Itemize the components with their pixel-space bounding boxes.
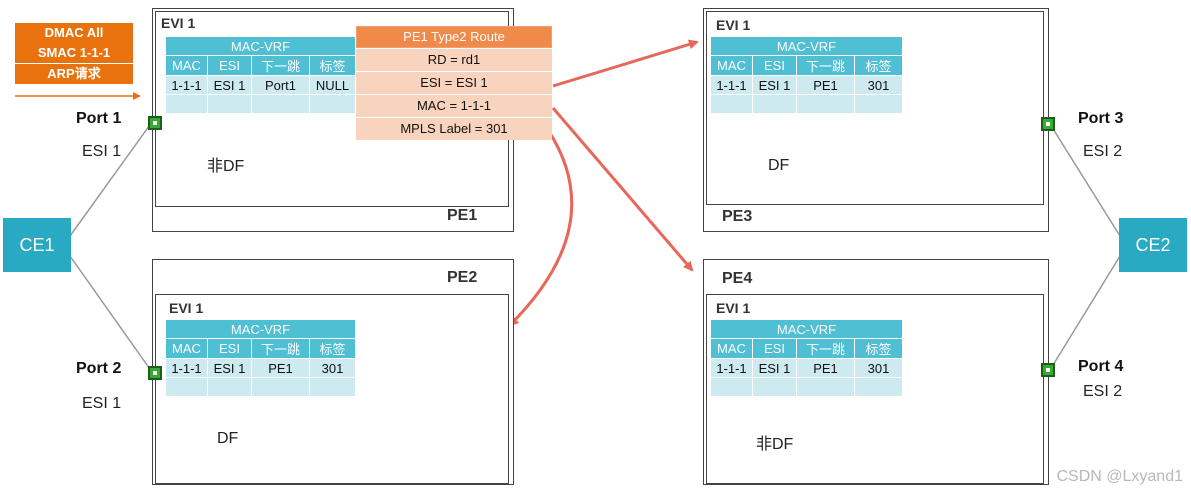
port4-label: Port 4: [1078, 358, 1124, 375]
pe2-name: PE2: [447, 269, 478, 286]
pe1-evi-label: EVI 1: [161, 15, 196, 31]
route-esi: ESI = ESI 1: [356, 71, 552, 94]
link-ce2-port4: [1049, 255, 1121, 371]
cell-mac: 1-1-1: [710, 75, 753, 95]
cell-label: NULL: [308, 75, 357, 95]
pe4-mac-vrf-table: MAC-VRF MAC ESI 下一跳 标签 1-1-1 ESI 1 PE1 3…: [709, 319, 904, 397]
col-mac: MAC: [710, 338, 753, 359]
table-title: MAC-VRF: [709, 319, 904, 339]
col-mac: MAC: [710, 55, 753, 76]
col-esi: ESI: [207, 338, 252, 359]
port4-icon: [1041, 363, 1055, 377]
pe4-evi-label: EVI 1: [716, 300, 751, 316]
pe1-name: PE1: [447, 207, 478, 224]
col-mac: MAC: [165, 55, 208, 76]
cell-mac: 1-1-1: [165, 75, 208, 95]
pe1-role: 非DF: [207, 158, 245, 175]
col-nexthop: 下一跳: [251, 55, 310, 76]
port3-esi: ESI 2: [1083, 143, 1123, 160]
port1-label: Port 1: [76, 110, 122, 127]
table-title: MAC-VRF: [709, 36, 904, 56]
port3-label: Port 3: [1078, 110, 1124, 127]
table-title: MAC-VRF: [164, 36, 357, 56]
legend-smac: SMAC 1-1-1: [15, 43, 133, 63]
watermark: CSDN @Lxyand1: [1056, 468, 1183, 485]
col-label: 标签: [853, 338, 904, 359]
pe4-evi-box: [706, 294, 1044, 484]
type2-route-box: PE1 Type2 Route RD = rd1 ESI = ESI 1 MAC…: [356, 26, 552, 140]
port2-esi: ESI 1: [82, 395, 122, 412]
cell-esi: ESI 1: [207, 358, 252, 378]
pe4-box: PE4 EVI 1 MAC-VRF MAC ESI 下一跳 标签 1-1-1 E…: [703, 259, 1049, 485]
cell-label: 301: [308, 358, 357, 378]
pe4-role: 非DF: [756, 436, 794, 453]
pe1-mac-vrf-table: MAC-VRF MAC ESI 下一跳 标签 1-1-1 ESI 1 Port1…: [164, 36, 357, 114]
col-label: 标签: [853, 55, 904, 76]
legend-arp: ARP请求: [15, 64, 133, 84]
col-nexthop: 下一跳: [251, 338, 310, 359]
port1-esi: ESI 1: [82, 143, 122, 160]
table-title: MAC-VRF: [164, 319, 357, 339]
cell-esi: ESI 1: [207, 75, 252, 95]
pe3-evi-label: EVI 1: [716, 17, 751, 33]
arrow-to-pe2: [508, 129, 574, 327]
cell-nexthop: Port1: [251, 75, 310, 95]
col-esi: ESI: [752, 55, 797, 76]
col-nexthop: 下一跳: [796, 338, 855, 359]
link-ce1-port1: [69, 121, 153, 237]
cell-esi: ESI 1: [752, 75, 797, 95]
col-esi: ESI: [207, 55, 252, 76]
col-label: 标签: [308, 55, 357, 76]
cell-label: 301: [853, 358, 904, 378]
legend-dmac: DMAC All: [15, 23, 133, 43]
col-nexthop: 下一跳: [796, 55, 855, 76]
cell-esi: ESI 1: [752, 358, 797, 378]
pe3-box: EVI 1 MAC-VRF MAC ESI 下一跳 标签 1-1-1 ESI 1…: [703, 8, 1049, 232]
arrow-to-pe4: [551, 107, 694, 272]
cell-nexthop: PE1: [796, 358, 855, 378]
cell-mac: 1-1-1: [710, 358, 753, 378]
port1-icon: [148, 116, 162, 130]
pe2-box: PE2 EVI 1 MAC-VRF MAC ESI 下一跳 标签 1-1-1 E…: [152, 259, 514, 485]
port2-icon: [148, 366, 162, 380]
route-mac: MAC = 1-1-1: [356, 94, 552, 117]
pe4-name: PE4: [722, 270, 753, 287]
arrow-to-pe3: [552, 39, 699, 88]
cell-nexthop: PE1: [251, 358, 310, 378]
ce2-node: CE2: [1119, 218, 1187, 272]
port2-label: Port 2: [76, 360, 122, 377]
pe3-name: PE3: [722, 208, 753, 225]
cell-label: 301: [853, 75, 904, 95]
route-mpls-label: MPLS Label = 301: [356, 117, 552, 140]
link-ce2-port3: [1049, 123, 1121, 237]
ce1-node: CE1: [3, 218, 71, 272]
cell-mac: 1-1-1: [165, 358, 208, 378]
pe2-evi-label: EVI 1: [169, 300, 204, 316]
cell-nexthop: PE1: [796, 75, 855, 95]
pe2-mac-vrf-table: MAC-VRF MAC ESI 下一跳 标签 1-1-1 ESI 1 PE1 3…: [164, 319, 357, 397]
pe3-mac-vrf-table: MAC-VRF MAC ESI 下一跳 标签 1-1-1 ESI 1 PE1 3…: [709, 36, 904, 114]
col-mac: MAC: [165, 338, 208, 359]
pe2-evi-box: [155, 294, 509, 484]
route-title: PE1 Type2 Route: [356, 26, 552, 48]
pe3-role: DF: [768, 157, 790, 174]
pe2-role: DF: [217, 430, 239, 447]
col-esi: ESI: [752, 338, 797, 359]
port4-esi: ESI 2: [1083, 383, 1123, 400]
col-label: 标签: [308, 338, 357, 359]
pe3-evi-box: [706, 11, 1044, 205]
route-rd: RD = rd1: [356, 48, 552, 71]
port3-icon: [1041, 117, 1055, 131]
link-ce1-port2: [69, 255, 153, 373]
